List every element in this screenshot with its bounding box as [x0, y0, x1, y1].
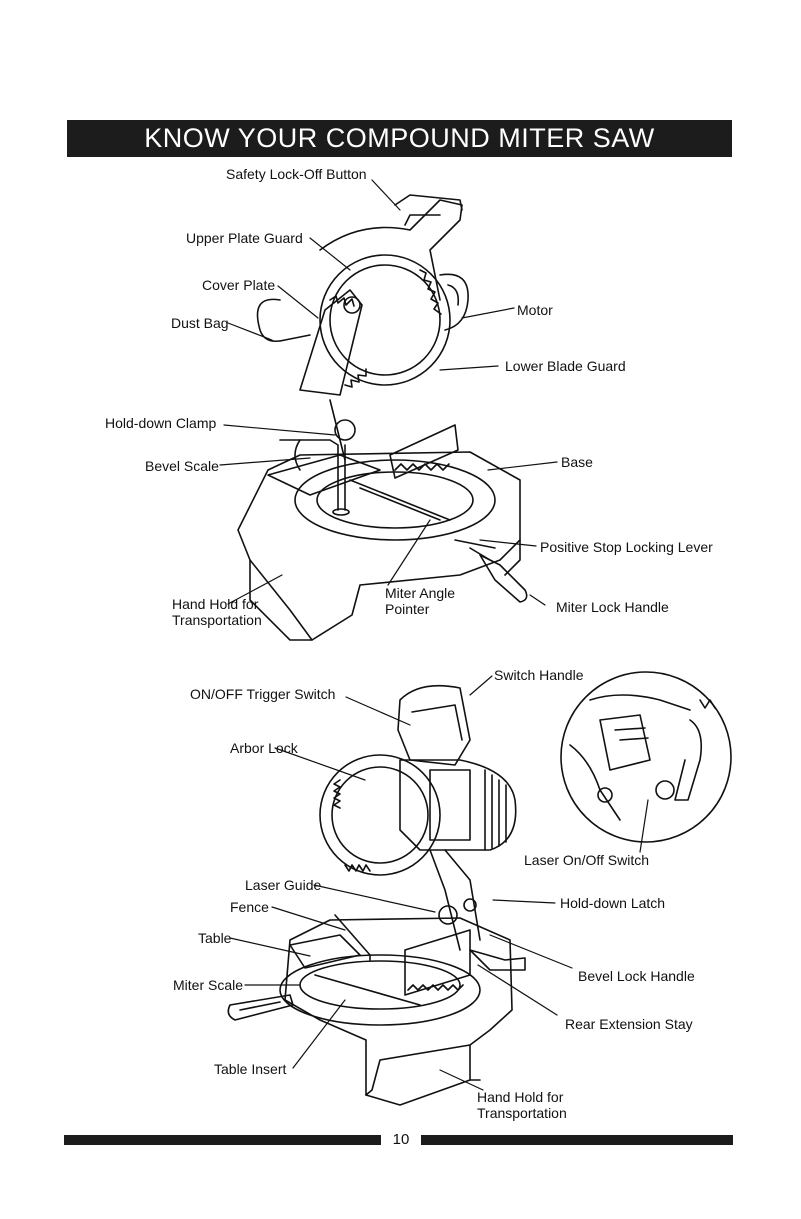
- label-table: Table: [198, 930, 232, 946]
- label-hand-hold-bottom-line1: Hand Hold for: [477, 1089, 564, 1105]
- label-safety-lock-off-button: Safety Lock-Off Button: [226, 166, 367, 182]
- label-hand-hold-top-line1: Hand Hold for: [172, 596, 259, 612]
- label-table-insert: Table Insert: [214, 1061, 287, 1077]
- label-fence: Fence: [230, 899, 269, 915]
- bottom-saw-drawing: [227, 684, 526, 1106]
- page-title: KNOW YOUR COMPOUND MITER SAW: [67, 120, 732, 157]
- label-positive-stop-locking-lever: Positive Stop Locking Lever: [540, 539, 713, 555]
- label-miter-scale: Miter Scale: [173, 977, 244, 993]
- label-rear-extension-stay: Rear Extension Stay: [565, 1016, 693, 1032]
- label-cover-plate: Cover Plate: [202, 277, 276, 293]
- top-leader-lines: [219, 179, 558, 606]
- footer-bar-left: [64, 1135, 381, 1145]
- label-miter-angle-pointer-line2: Pointer: [385, 601, 430, 617]
- label-laser-guide: Laser Guide: [245, 877, 322, 893]
- label-hand-hold-top-line2: Transportation: [172, 612, 262, 628]
- bottom-leader-lines: [229, 675, 649, 1091]
- label-motor: Motor: [517, 302, 553, 318]
- label-bevel-lock-handle: Bevel Lock Handle: [578, 968, 695, 984]
- label-miter-angle-pointer-line1: Miter Angle: [385, 585, 456, 601]
- laser-switch-inset: [560, 671, 732, 843]
- footer-bar-right: [421, 1135, 733, 1145]
- label-switch-handle: Switch Handle: [494, 667, 584, 683]
- label-arbor-lock: Arbor Lock: [230, 740, 298, 756]
- label-lower-blade-guard: Lower Blade Guard: [505, 358, 626, 374]
- label-laser-on-off-switch: Laser On/Off Switch: [524, 852, 650, 868]
- label-bevel-scale: Bevel Scale: [145, 458, 219, 474]
- label-base: Base: [561, 454, 593, 470]
- page-number: 10: [392, 1131, 410, 1148]
- label-dust-bag: Dust Bag: [171, 315, 229, 331]
- label-hand-hold-bottom-line2: Transportation: [477, 1105, 567, 1121]
- label-hold-down-latch: Hold-down Latch: [560, 895, 666, 911]
- label-on-off-trigger-switch: ON/OFF Trigger Switch: [190, 686, 336, 702]
- label-hold-down-clamp: Hold-down Clamp: [105, 415, 217, 431]
- label-miter-lock-handle: Miter Lock Handle: [556, 599, 669, 615]
- label-upper-plate-guard: Upper Plate Guard: [186, 230, 303, 246]
- top-saw-drawing: [237, 194, 528, 641]
